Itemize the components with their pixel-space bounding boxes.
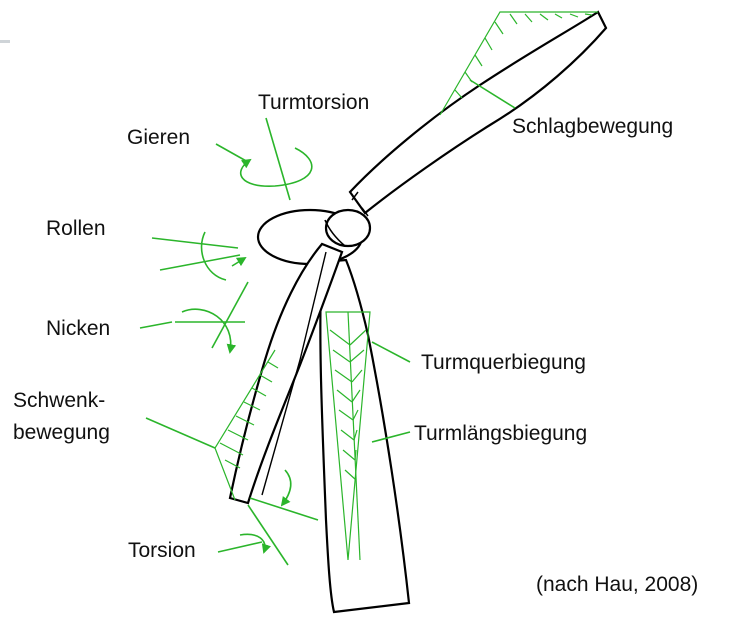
- label-nicken: Nicken: [46, 318, 110, 339]
- label-schwenk-line2: bewegung: [13, 422, 110, 443]
- label-gieren: Gieren: [127, 127, 190, 148]
- label-turmlaengsbiegung: Turmlängsbiegung: [414, 423, 587, 444]
- source-citation: (nach Hau, 2008): [536, 574, 698, 595]
- hub-outline: [326, 210, 370, 246]
- label-turmquerbiegung: Turmquerbiegung: [421, 352, 586, 373]
- label-schlagbewegung: Schlagbewegung: [512, 116, 673, 137]
- upper-blade-outline: [350, 12, 606, 213]
- label-schwenk-line1: Schwenk-: [13, 390, 105, 411]
- label-rollen: Rollen: [46, 218, 106, 239]
- label-torsion: Torsion: [128, 540, 196, 561]
- label-turmtorsion: Turmtorsion: [258, 92, 369, 113]
